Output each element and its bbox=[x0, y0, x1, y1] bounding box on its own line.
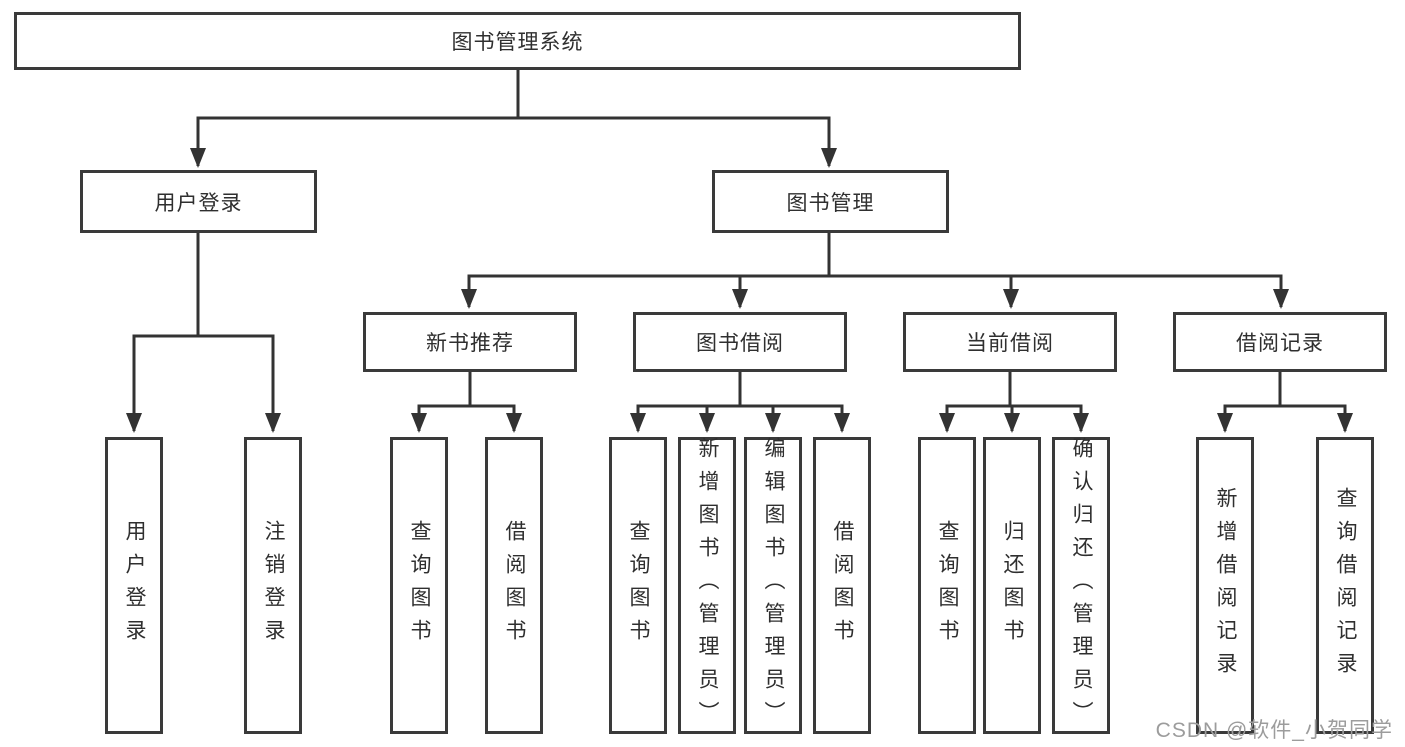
node-borrow-records: 借阅记录 bbox=[1173, 312, 1387, 372]
node-book-borrow: 图书借阅 bbox=[633, 312, 847, 372]
node-leaf-br-query-record: 查询借阅记录 bbox=[1316, 437, 1374, 734]
node-leaf-cb-return-books: 归还图书 bbox=[983, 437, 1041, 734]
node-leaf-br-add-record-label: 新增借阅记录 bbox=[1214, 486, 1237, 685]
node-user-login: 用户登录 bbox=[80, 170, 317, 233]
node-user-login-label: 用户登录 bbox=[154, 191, 243, 215]
node-leaf-rec-query-books: 查询图书 bbox=[390, 437, 448, 734]
node-leaf-bb-query-books: 查询图书 bbox=[609, 437, 667, 734]
node-leaf-bb-borrow-books-label: 借阅图书 bbox=[831, 519, 854, 652]
node-leaf-cb-return-books-label: 归还图书 bbox=[1001, 519, 1024, 652]
node-current-borrow: 当前借阅 bbox=[903, 312, 1117, 372]
node-leaf-bb-borrow-books: 借阅图书 bbox=[813, 437, 871, 734]
node-leaf-logout-label: 注销登录 bbox=[262, 519, 285, 652]
node-leaf-bb-edit-books-label: 编辑图书（管理员） bbox=[762, 437, 785, 734]
node-leaf-br-query-record-label: 查询借阅记录 bbox=[1334, 486, 1357, 685]
node-leaf-rec-borrow-books: 借阅图书 bbox=[485, 437, 543, 734]
node-leaf-bb-add-books: 新增图书（管理员） bbox=[678, 437, 736, 734]
node-leaf-bb-edit-books: 编辑图书（管理员） bbox=[744, 437, 802, 734]
csdn-watermark: CSDN @软件_小贺同学 bbox=[1155, 719, 1393, 742]
node-current-borrow-label: 当前借阅 bbox=[966, 332, 1054, 355]
node-new-book-rec: 新书推荐 bbox=[363, 312, 577, 372]
node-root: 图书管理系统 bbox=[14, 12, 1021, 70]
node-new-book-rec-label: 新书推荐 bbox=[426, 332, 514, 355]
node-leaf-br-add-record: 新增借阅记录 bbox=[1196, 437, 1254, 734]
node-leaf-cb-confirm-return: 确认归还（管理员） bbox=[1052, 437, 1110, 734]
node-leaf-bb-add-books-label: 新增图书（管理员） bbox=[696, 437, 719, 734]
node-leaf-user-login-label: 用户登录 bbox=[123, 519, 146, 652]
node-leaf-cb-query-books-label: 查询图书 bbox=[936, 519, 959, 652]
node-book-borrow-label: 图书借阅 bbox=[696, 332, 784, 355]
node-leaf-logout: 注销登录 bbox=[244, 437, 302, 734]
node-leaf-bb-query-books-label: 查询图书 bbox=[627, 519, 650, 652]
node-leaf-rec-borrow-books-label: 借阅图书 bbox=[503, 519, 526, 652]
node-root-label: 图书管理系统 bbox=[451, 31, 584, 54]
node-leaf-user-login: 用户登录 bbox=[105, 437, 163, 734]
node-book-mgmt-label: 图书管理 bbox=[786, 191, 875, 215]
node-leaf-cb-query-books: 查询图书 bbox=[918, 437, 976, 734]
node-book-mgmt: 图书管理 bbox=[712, 170, 949, 233]
node-leaf-rec-query-books-label: 查询图书 bbox=[408, 519, 431, 652]
node-leaf-cb-confirm-return-label: 确认归还（管理员） bbox=[1070, 437, 1093, 734]
node-borrow-records-label: 借阅记录 bbox=[1236, 332, 1324, 355]
